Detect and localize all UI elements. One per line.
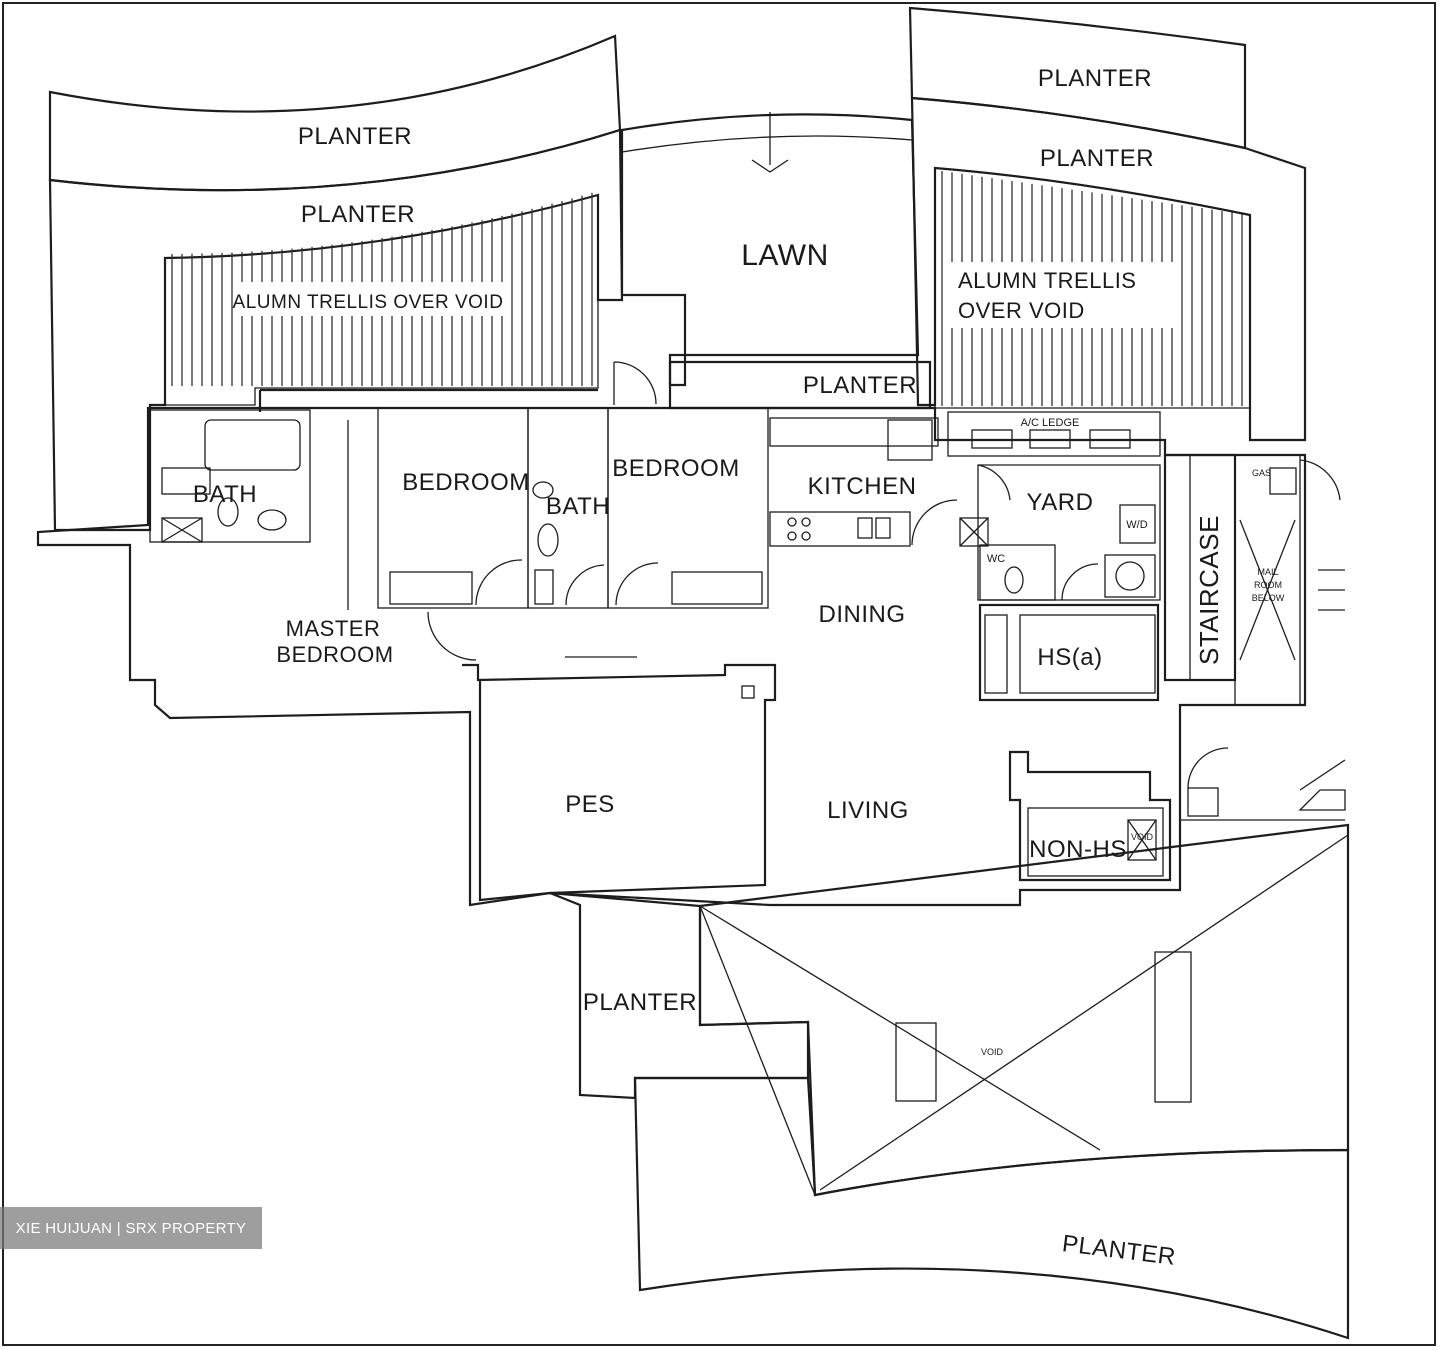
master-bedroom: MASTER BEDROOM <box>276 611 477 667</box>
dining: DINING <box>819 601 906 628</box>
common-bath: BATH <box>527 407 610 609</box>
trellis-label-left: ALUMN TRELLIS OVER VOID <box>233 292 504 313</box>
watermark: XIE HUIJUAN | SRX PROPERTY <box>0 1207 262 1249</box>
trellis-right: ALUMN TRELLIS OVER VOID <box>934 167 1251 409</box>
planter-label-bottom: PLANTER <box>1061 1230 1178 1271</box>
mail-room-label-3: BELOW <box>1252 593 1285 603</box>
household-shelter: HS(a) <box>978 603 1160 702</box>
trellis-label-right-1: ALUMN TRELLIS <box>958 268 1136 293</box>
apartment-walls <box>36 388 1307 907</box>
planter-label-top-left-inner: PLANTER <box>301 201 415 228</box>
kitchen: KITCHEN <box>769 417 958 547</box>
staircase-label: STAIRCASE <box>1194 515 1224 665</box>
dining-label: DINING <box>819 601 906 628</box>
trellis-left: ALUMN TRELLIS OVER VOID <box>164 192 599 406</box>
planter-top-right: PLANTER PLANTER <box>908 6 1307 442</box>
planter-label-mid: PLANTER <box>803 372 917 399</box>
ac-ledge: A/C LEDGE <box>947 411 1161 457</box>
bath-label-master: BATH <box>193 481 257 508</box>
lobby-fragment <box>1179 705 1346 821</box>
ac-ledge-label: A/C LEDGE <box>1021 417 1080 429</box>
bedroom-label-1: BEDROOM <box>402 469 530 496</box>
master-bedroom-label-1: MASTER <box>286 616 381 641</box>
master-bedroom-label-2: BEDROOM <box>276 642 393 667</box>
planter-mid: PLANTER <box>668 360 932 410</box>
planter-label-top-right-inner: PLANTER <box>1040 145 1154 172</box>
lawn-label: LAWN <box>741 239 829 272</box>
pes: PES <box>462 656 777 902</box>
void-label: VOID <box>981 1047 1004 1057</box>
trellis-label-right-2: OVER VOID <box>958 298 1085 323</box>
planter-bottom-left: PLANTER <box>549 891 810 1100</box>
bath-label-common: BATH <box>546 493 610 520</box>
pes-label: PES <box>565 791 615 818</box>
void-label-small: VOID <box>1131 832 1154 842</box>
wc-label: WC <box>987 553 1005 565</box>
mail-room: GAS MAIL ROOM BELOW <box>1234 454 1345 706</box>
living: LIVING <box>827 797 909 824</box>
bedroom-2: BEDROOM <box>607 361 769 609</box>
kitchen-label: KITCHEN <box>808 473 917 500</box>
staircase: STAIRCASE <box>1163 453 1237 682</box>
non-household-shelter: NON-HS VOID <box>1008 750 1172 882</box>
living-label: LIVING <box>827 797 909 824</box>
wd-label: W/D <box>1126 519 1147 531</box>
gas-label: GAS <box>1252 468 1271 478</box>
yard: YARD W/D <box>959 464 1161 601</box>
yard-label: YARD <box>1027 489 1094 516</box>
wc: WC <box>979 544 1099 601</box>
mail-room-label-1: MAIL <box>1257 567 1278 577</box>
planter-label-bottom-left: PLANTER <box>583 989 697 1016</box>
bedroom-label-2: BEDROOM <box>612 455 740 482</box>
planter-bottom: PLANTER <box>633 1076 1350 1340</box>
planter-label-top-left-outer: PLANTER <box>298 123 412 150</box>
bedroom-1: BEDROOM <box>347 407 530 610</box>
lawn-area: LAWN <box>620 112 920 387</box>
master-bath: BATH <box>149 409 311 543</box>
planter-label-top-right-outer: PLANTER <box>1038 65 1152 92</box>
hs-a-label: HS(a) <box>1037 644 1102 671</box>
mail-room-label-2: ROOM <box>1254 580 1282 590</box>
